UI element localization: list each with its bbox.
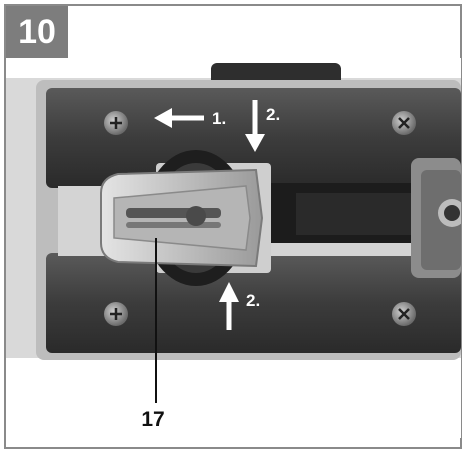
arrow-left — [154, 108, 204, 128]
step-label-1: 1. — [212, 109, 226, 128]
screw-bottom-right — [392, 302, 416, 326]
screw-bottom-left — [104, 302, 128, 326]
arrow-down — [245, 100, 265, 152]
base-plate-bottom — [46, 253, 461, 353]
step-label-2-bottom: 2. — [246, 291, 260, 310]
arrow-up — [219, 282, 239, 330]
photo-illustration: 1. 2. 2. — [6, 58, 461, 438]
figure-number: 10 — [6, 6, 68, 58]
screw-top-left — [104, 111, 128, 135]
step-label-2-top: 2. — [266, 105, 280, 124]
blade-clamp-lever — [100, 168, 264, 268]
screw-top-right — [392, 111, 416, 135]
callout-label: 17 — [141, 408, 165, 431]
